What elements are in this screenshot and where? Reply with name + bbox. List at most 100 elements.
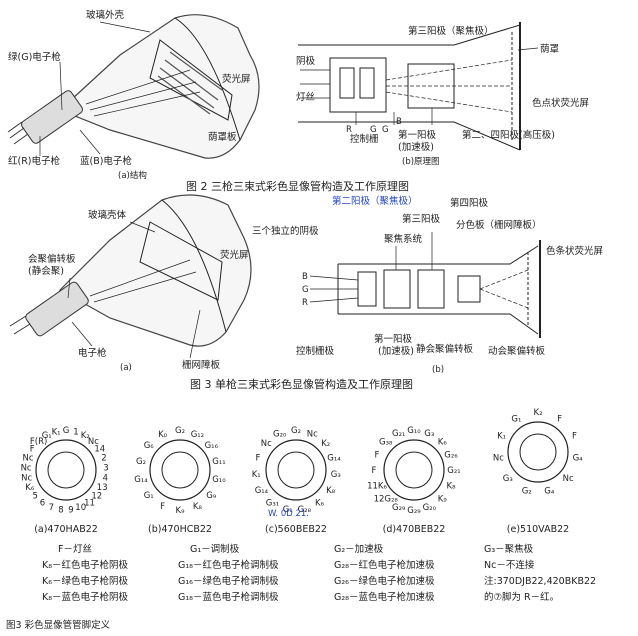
watermark: W. 0D 21. — [268, 509, 309, 519]
socket-pin-label: Nc — [563, 474, 574, 484]
socket-pin-label: K₂ — [534, 408, 543, 418]
socket-pin-label: F — [160, 502, 165, 512]
fig2b-accel-label: (加速极) — [398, 141, 434, 153]
socket-pin-label: F — [572, 431, 577, 441]
fig3b-lens-label: 聚焦系统 — [384, 233, 423, 245]
fig3b-three-cathodes-label: 三个独立的阴极 — [252, 225, 319, 237]
legend-0-1: G₁－调制极 — [190, 543, 240, 555]
socket-outer-ring — [507, 421, 569, 483]
socket-pin-label: 3 — [103, 464, 108, 474]
socket-pin-label: G₂ — [136, 457, 146, 467]
legend-3-2: G₂₈－蓝色电子枪加速极 — [334, 591, 435, 603]
socket-pin-label: 9 — [68, 506, 73, 516]
legend-3-0: K₈－蓝色电子枪阴极 — [42, 591, 129, 603]
fig2b-phosphor-label: 色点状荧光屏 — [532, 97, 589, 109]
legend-0-0: F－灯丝 — [58, 543, 92, 555]
socket-pin-label: G₁ — [144, 491, 154, 501]
socket-pin-label: K₆ — [315, 498, 325, 508]
fig2a-glass-label: 玻璃外壳 — [86, 9, 125, 21]
fig3-caption: 图 3 单枪三束式彩色显像管构造及工作原理图 — [190, 377, 413, 391]
socket-pin-label: 4 — [103, 474, 108, 484]
socket-pin-label: F(R) — [30, 437, 47, 447]
fig2a-sub: (a)结构 — [118, 170, 147, 181]
socket-pin-label: G₂₉ — [407, 506, 421, 516]
socket-pin-label: G₃ — [424, 429, 434, 439]
socket-pin-label: K₁ — [252, 470, 261, 480]
socket-pin-label: G₁₄ — [327, 454, 341, 464]
socket-pin-label: 14 — [94, 445, 105, 455]
socket-pin-label: K₁ — [497, 431, 506, 441]
socket-pin-label: K₉ — [176, 506, 186, 516]
legend-0-2: G₂－加速极 — [334, 543, 384, 555]
legend-1-2: G₂₈－红色电子枪加速极 — [334, 559, 435, 571]
socket-pin-label: G₁ — [511, 414, 521, 424]
socket-pin-label: G₂₀ — [273, 430, 287, 440]
socket-pin-label: K₈ — [193, 502, 203, 512]
socket-pin-label: G₂₆ — [444, 451, 458, 461]
legend-2-1: G₁₆－绿色电子枪调制极 — [178, 575, 279, 587]
socket-pin-label: Nc — [21, 474, 32, 484]
fig3a-glass-label: 玻璃壳体 — [88, 209, 127, 221]
fig3b-anode4-label: 第四阳极 — [450, 197, 489, 209]
socket-outer-ring — [265, 439, 327, 501]
socket-sub-label: (d)470BEB22 — [383, 524, 446, 535]
legend-1-3: Nc－不连接 — [484, 559, 535, 571]
fig3b-stripe-label: 色条状荧光屏 — [546, 245, 603, 257]
socket-pin-label: G₂ — [291, 426, 301, 436]
legend-1-1: G₁₈－红色电子枪调制极 — [178, 559, 279, 571]
socket-pin-label: G₁ — [283, 505, 293, 515]
socket-pin-label: Nc — [307, 430, 318, 440]
socket-pin-label: 7 — [49, 503, 54, 513]
legend-1-0: K₈－红色电子枪阴极 — [42, 559, 129, 571]
fig3b-control-label: 控制栅极 — [296, 345, 335, 357]
fig2b-k-r: R — [346, 125, 352, 135]
socket-outer-ring — [35, 439, 97, 501]
socket-pin-label: G₁₀ — [212, 475, 226, 485]
legend-3-1: G₁₈－蓝色电子枪调制极 — [178, 591, 279, 603]
legend-2-3: 注:370DJB22,420BKB22 — [484, 575, 596, 587]
fig3b-aperture-label: 分色板（栅网障板） — [456, 219, 542, 231]
socket-pin-label: G₁ — [42, 431, 52, 441]
fig3b-anode2-label: 第二阳极（聚焦极） — [332, 195, 418, 207]
legend-2-2: G₂₆－绿色电子枪加速极 — [334, 575, 435, 587]
socket-pin-label: K₆ — [438, 438, 448, 448]
fig2b-cathode-label: 阴极 — [296, 55, 316, 67]
fig3b-anode1-label: 第一阳极 — [374, 333, 413, 345]
socket-pin-label: G₃₁ — [266, 498, 279, 508]
socket-pin-label: 5 — [32, 492, 37, 502]
socket-pin-label: G₂₁ — [392, 429, 405, 439]
fig2b-anode1-label: 第一阳极 — [398, 129, 437, 141]
socket-pin-label: F — [557, 414, 562, 424]
socket-pin-label: 13 — [97, 483, 108, 493]
socket-pin-label: K₁ — [52, 427, 61, 437]
fig2b-principle — [298, 22, 521, 151]
fig2a-structure — [7, 14, 260, 159]
socket-pin-label: G₂ — [522, 486, 532, 496]
fig2b-control-label: 控制栅 — [350, 133, 379, 145]
socket-pin-label: 2 — [101, 454, 106, 464]
socket-pin-label: 11K₆ — [367, 481, 387, 491]
socket-outer-ring — [149, 439, 211, 501]
fig2b-shadow-mask-label: 荫罩 — [540, 43, 559, 55]
socket-pin-label: G₂₉ — [392, 503, 406, 513]
socket-pin-label: G₂₈ — [298, 505, 312, 515]
fig3a-conv-yoke-label: 会聚偏转板 — [28, 253, 76, 265]
socket-pin-label: F — [30, 445, 35, 455]
socket-pin-label: F — [375, 451, 380, 461]
fig3b-beam-r: R — [302, 298, 308, 308]
socket-pin-label: G₃₈ — [379, 438, 393, 448]
socket-pin-label: G₉ — [206, 491, 217, 501]
socket-pin-label: G₁₄ — [255, 486, 269, 496]
socket-pin-label: K₈ — [326, 486, 336, 496]
fig2a-green-gun-label: 绿(G)电子枪 — [8, 51, 61, 63]
socket-pin-label: G₂₁ — [447, 466, 460, 476]
socket-inner-ring — [395, 451, 433, 489]
fig2b-g-g: G — [382, 125, 389, 135]
socket-pin-label: G₁₆ — [205, 441, 219, 451]
socket-pin-label: K₈ — [447, 481, 457, 491]
fig3a-screen-label: 荧光屏 — [220, 249, 249, 261]
